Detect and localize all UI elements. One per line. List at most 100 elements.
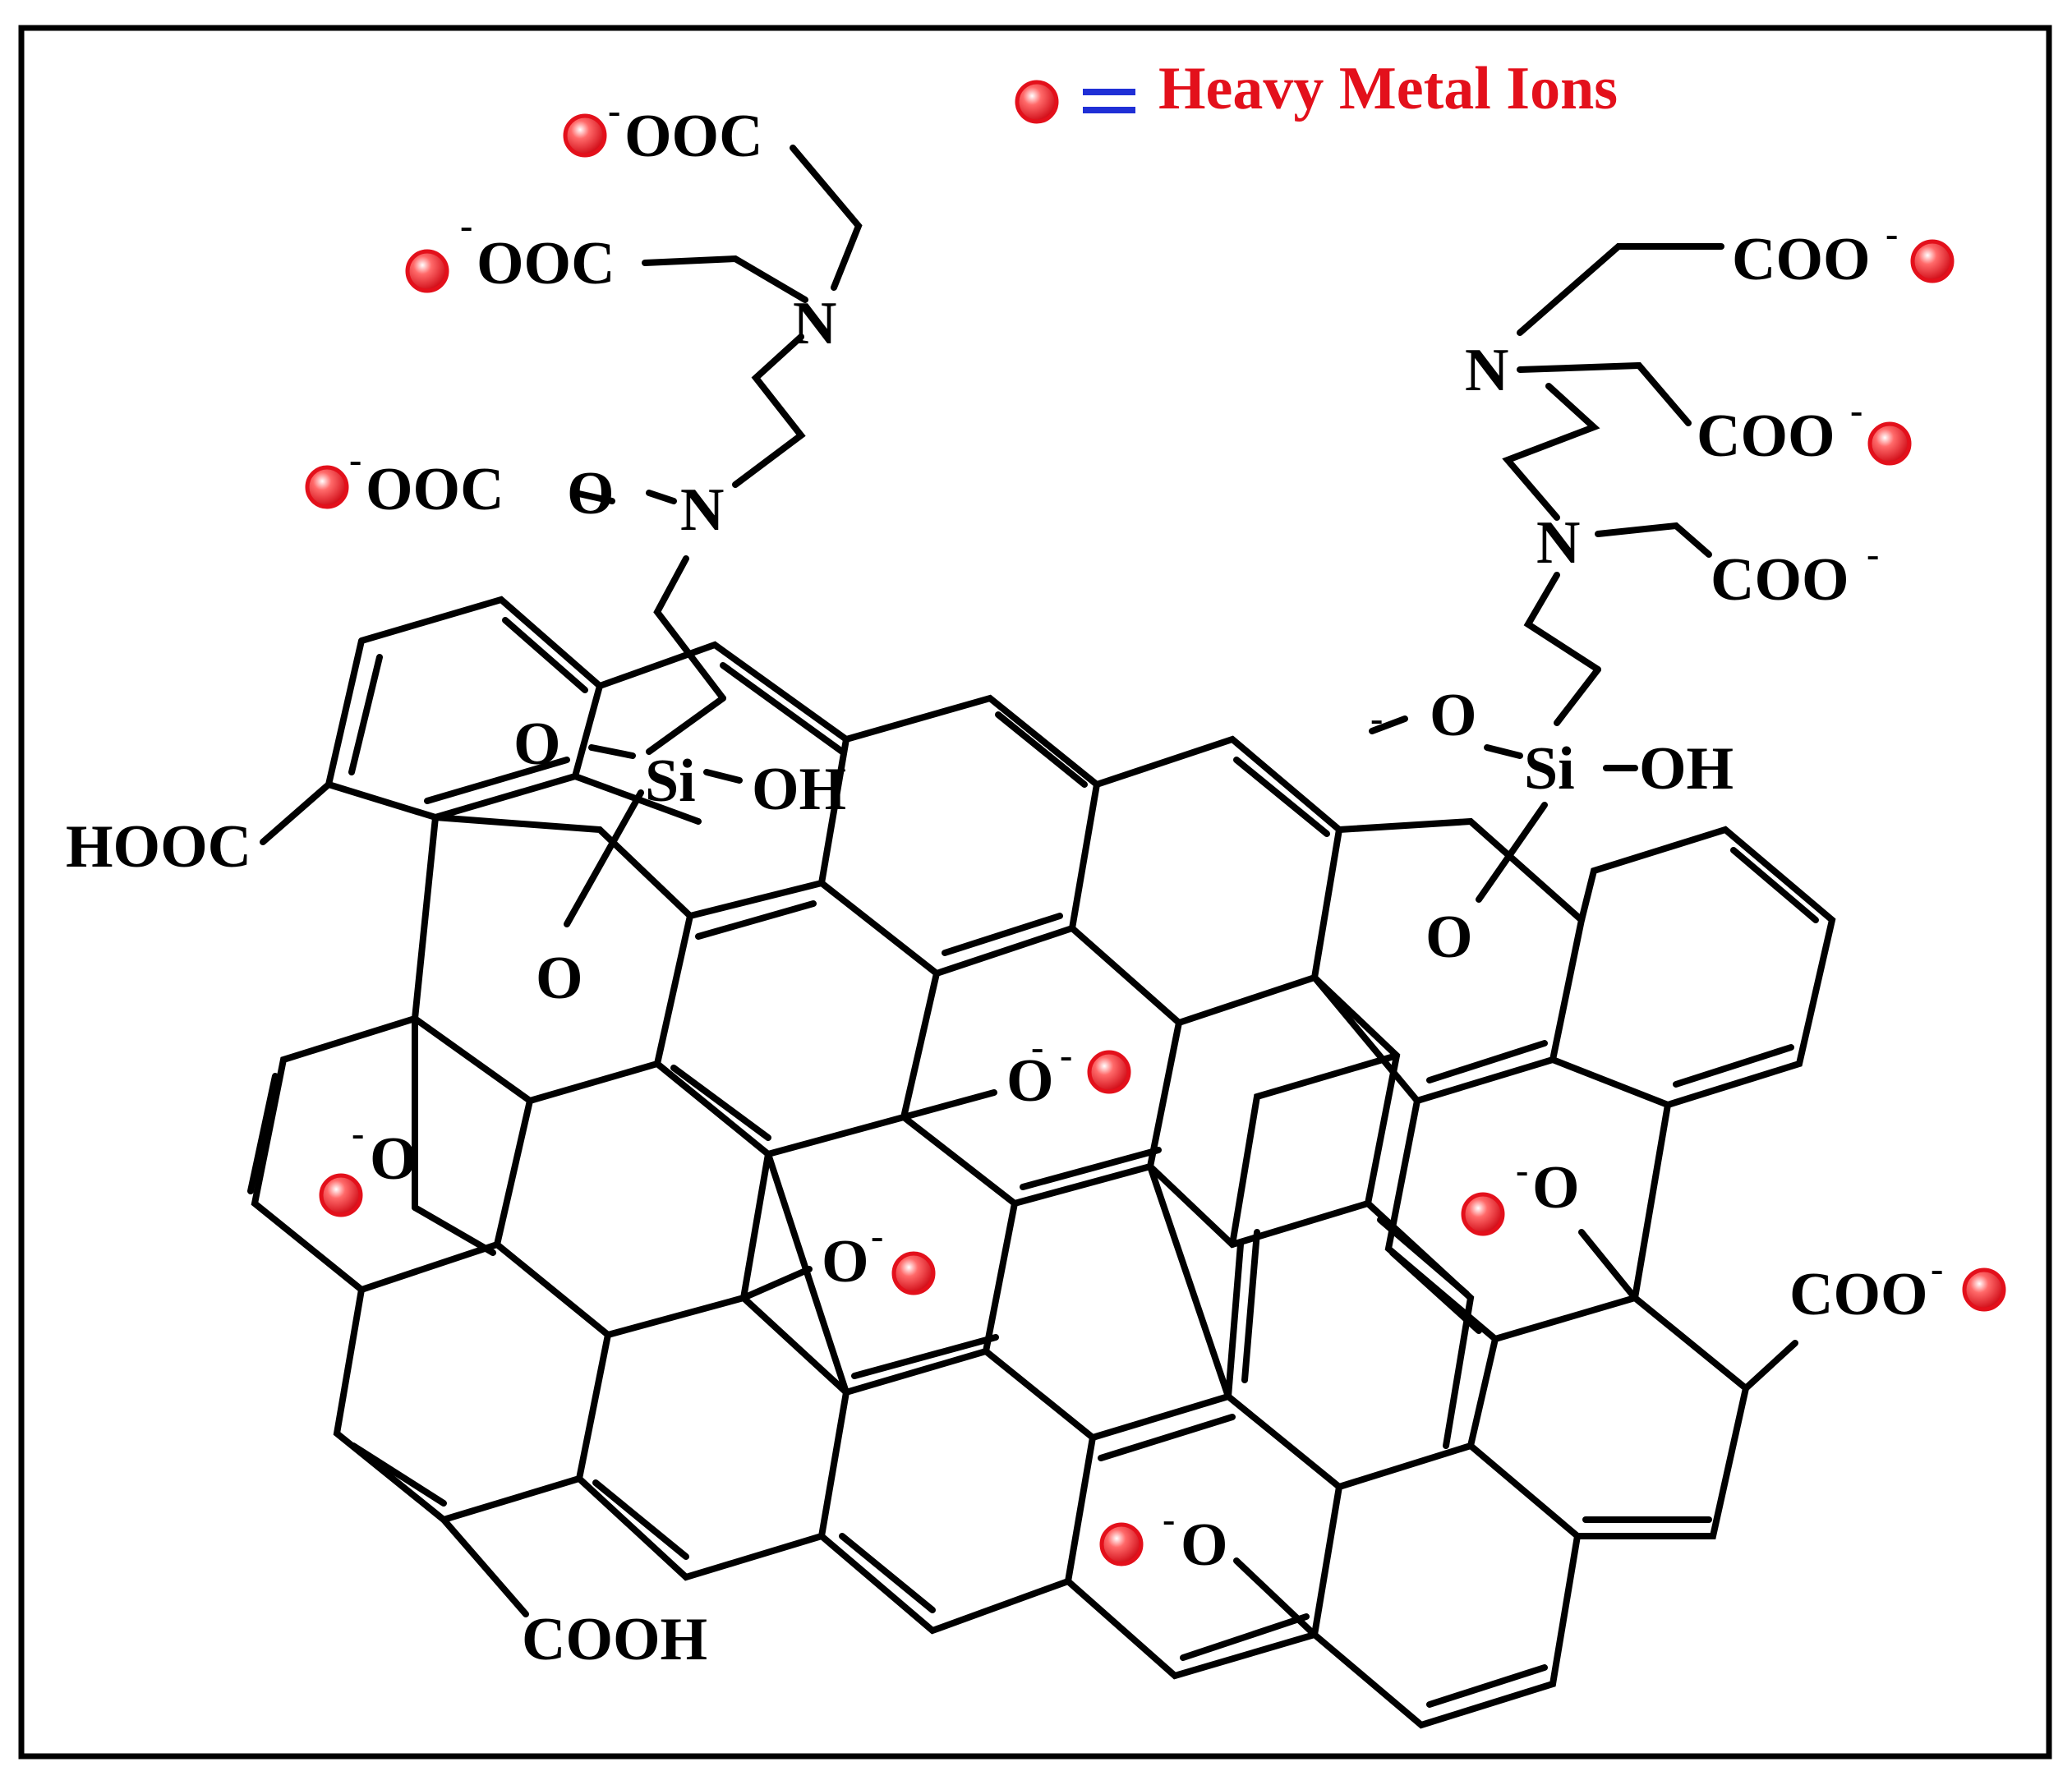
alkoxide-label: O xyxy=(370,1125,417,1193)
double-bond xyxy=(1180,1613,1310,1661)
double-bond xyxy=(424,757,570,804)
ester-oxygen-label: O xyxy=(567,460,615,527)
carboxylate-label: OOC xyxy=(366,456,504,523)
legend-label: Heavy Metal Ions xyxy=(1158,55,1618,122)
chain-ethyl xyxy=(1523,572,1601,673)
double-bond xyxy=(1673,1044,1794,1088)
ring-left-mid xyxy=(251,814,534,1294)
bond xyxy=(1225,1241,1244,1400)
amine-label: N xyxy=(1536,509,1580,577)
double-bond xyxy=(942,913,1063,956)
bond-si-o xyxy=(1369,715,1408,734)
metal-ion-icon xyxy=(1461,1192,1505,1236)
bond xyxy=(596,641,850,743)
charge-sign: - xyxy=(1850,389,1862,431)
bond xyxy=(740,1151,771,1301)
ring-right-upper xyxy=(1311,817,1586,1105)
metal-ion-icon xyxy=(1962,1267,2006,1312)
charge-sign: - xyxy=(1886,213,1898,255)
ring-core-3 xyxy=(1069,735,1343,1027)
chain-acetate-mid xyxy=(642,255,808,303)
bond-o-n xyxy=(572,490,615,504)
double-bond xyxy=(1426,1040,1548,1083)
diagram-frame xyxy=(18,25,2052,1760)
charge-sign: - xyxy=(352,1112,364,1154)
silane-oxygen-label: O xyxy=(536,945,583,1012)
bond xyxy=(432,814,693,919)
bond-alkoxide xyxy=(412,1204,496,1256)
bond xyxy=(1089,1393,1232,1441)
charge-sign: - xyxy=(871,1215,883,1257)
silane-oxygen-label: O xyxy=(1425,904,1473,971)
bond-si-oh xyxy=(703,769,743,784)
double-bond xyxy=(995,711,1088,788)
bond-si-c xyxy=(1554,666,1601,726)
double-bond xyxy=(1241,1229,1260,1383)
bond xyxy=(1365,1200,1475,1449)
charge-sign: - xyxy=(1031,1026,1043,1068)
double-bond xyxy=(670,1065,771,1141)
double-bond xyxy=(247,1073,279,1194)
bond-o-n xyxy=(646,490,677,504)
metal-ion-icon xyxy=(1910,239,1955,283)
bond-alkoxide xyxy=(1233,1557,1318,1638)
alkoxide-label: O xyxy=(1532,1154,1580,1221)
double-bond xyxy=(1389,1249,1482,1334)
carboxylate-label: COO xyxy=(1697,403,1835,470)
carboxyl-label: COOH xyxy=(522,1606,707,1673)
silane-oxygen-label: O xyxy=(1430,682,1477,749)
bond-alkoxide xyxy=(740,1266,813,1301)
silane-oxygen-label: O xyxy=(513,711,561,778)
bond-cooh xyxy=(440,1516,529,1617)
amine-label: N xyxy=(680,476,724,544)
ring-left-low xyxy=(333,1241,612,1524)
metal-ion-icon xyxy=(305,465,349,509)
double-bond xyxy=(851,1334,999,1379)
charge-sign: - xyxy=(608,90,620,131)
alkoxide-label: O xyxy=(1181,1511,1228,1579)
metal-ions xyxy=(305,113,2006,1566)
chain-ethyl xyxy=(653,555,726,702)
double-bond xyxy=(1020,1147,1162,1190)
bond xyxy=(818,1348,1097,1635)
bond-alkoxide xyxy=(900,1089,997,1120)
bond xyxy=(576,1389,850,1581)
double-bond xyxy=(1730,847,1819,923)
legend: Heavy Metal Ions xyxy=(1015,55,1618,124)
charge-sign: - xyxy=(1867,533,1879,575)
bond xyxy=(1311,1442,1582,1729)
metal-ion-icon xyxy=(1099,1522,1144,1566)
hydroxyl-label: OH xyxy=(1639,735,1734,803)
alkoxide-label: O xyxy=(1006,1047,1054,1115)
charge-sign: - xyxy=(1370,697,1383,739)
ring-core-1 xyxy=(527,879,941,1158)
double-bond xyxy=(348,654,383,775)
amine-label: N xyxy=(793,290,836,357)
bond-si-o xyxy=(564,789,644,927)
bond-si-c xyxy=(646,695,726,755)
carboxylate-label: COO xyxy=(1789,1261,1928,1328)
bond xyxy=(605,1294,850,1396)
ring-right-low xyxy=(1574,1295,1750,1539)
ring-core-4 xyxy=(900,1019,1182,1208)
bond-coo xyxy=(1743,1340,1798,1392)
amine-label: N xyxy=(1465,337,1508,404)
double-bond xyxy=(695,900,817,940)
bond-si-o xyxy=(1476,802,1548,903)
double-bond xyxy=(350,1442,447,1507)
charge-sign: - xyxy=(1163,1498,1175,1540)
metal-ion-icon xyxy=(1087,1050,1131,1094)
silicon-label: Si xyxy=(645,748,696,815)
charge-sign: - xyxy=(1060,1034,1072,1076)
bond xyxy=(1065,1163,1343,1680)
alkoxide-label: O xyxy=(822,1228,869,1295)
chain-acetate-mid xyxy=(1517,361,1692,426)
bond xyxy=(1467,1336,1499,1449)
carboxylate-label: COO xyxy=(1711,546,1849,614)
metal-ion-icon xyxy=(405,249,449,293)
charge-sign: - xyxy=(1931,1248,1943,1290)
metal-ion-icon xyxy=(319,1173,363,1217)
double-bond xyxy=(1233,757,1330,837)
